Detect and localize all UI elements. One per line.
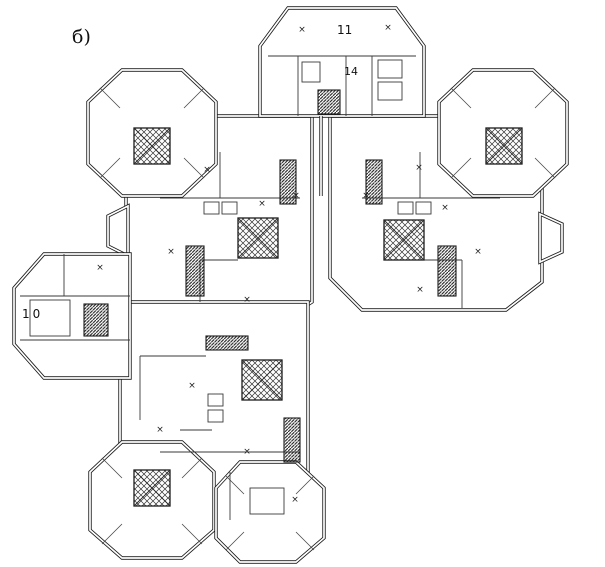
stair-cores [133, 127, 523, 507]
service-shafts [83, 89, 457, 463]
top-entrance-block [258, 6, 426, 118]
cross-mark: × [362, 191, 370, 201]
room-number-14: 14 [344, 65, 358, 78]
cross-mark: × [298, 25, 306, 35]
cross-mark: × [292, 191, 300, 201]
cross-mark: × [416, 285, 424, 295]
cross-mark: × [291, 495, 299, 505]
roof-hip-lines [99, 87, 556, 551]
cross-mark: × [96, 263, 104, 273]
cross-mark: × [188, 381, 196, 391]
cross-mark: × [156, 425, 164, 435]
cross-mark: × [415, 163, 423, 173]
bottom-right-tower [214, 460, 326, 564]
cross-mark: × [384, 23, 392, 33]
partition-lines [20, 55, 500, 520]
cross-mark: × [441, 203, 449, 213]
room-number-11: 11 [337, 23, 353, 37]
cross-mark: × [243, 295, 251, 305]
small-room-outlines [29, 59, 432, 515]
cross-mark: × [243, 447, 251, 457]
cross-mark: × [474, 247, 482, 257]
left-octagonal-wing [12, 252, 132, 380]
cross-mark: × [167, 247, 175, 257]
cross-mark: × [258, 199, 266, 209]
cross-mark: × [203, 165, 211, 175]
figure-caption-label: б) [72, 26, 91, 48]
room-number-10: 10 [22, 307, 44, 321]
